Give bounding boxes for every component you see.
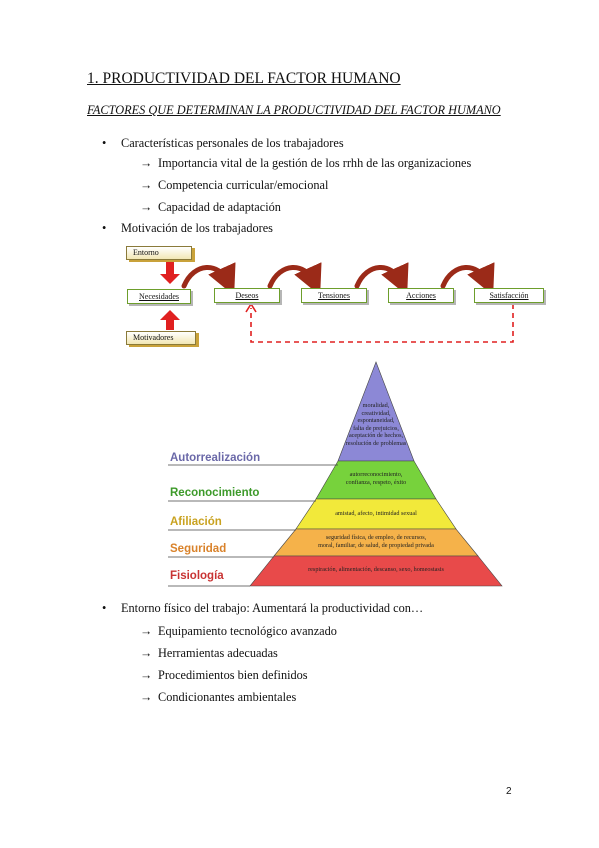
box-necesidades: Necesidades	[127, 289, 191, 304]
tier-text-afiliacion: amistad, afecto, intimidad sexual	[335, 510, 417, 517]
down-arrow-icon	[160, 262, 180, 284]
label-reconocimiento: Reconocimiento	[170, 487, 260, 499]
arrowhead-icon	[245, 302, 257, 313]
box-label: Necesidades	[139, 292, 179, 301]
label-seguridad: Seguridad	[170, 543, 227, 555]
list-item: Capacidad de adaptación	[140, 200, 281, 215]
motivation-diagram: Entorno Necesidades Deseos Tensiones Acc…	[124, 242, 554, 354]
label-autorrealizacion: Autorrealización	[170, 452, 261, 464]
box-acciones: Acciones	[388, 288, 454, 303]
bullet-caracteristicas: Características personales de los trabaj…	[102, 136, 344, 151]
list-item: Competencia curricular/emocional	[140, 178, 328, 193]
box-motivadores: Motivadores	[126, 331, 196, 345]
maslow-pyramid: Autorrealización Reconocimiento Afiliaci…	[146, 360, 516, 592]
page-title: 1. PRODUCTIVIDAD DEL FACTOR HUMANO	[87, 70, 401, 87]
list-item: Procedimientos bien definidos	[140, 668, 308, 683]
list-item: Condicionantes ambientales	[140, 690, 296, 705]
bullet-motivacion: Motivación de los trabajadores	[102, 221, 273, 236]
box-tensiones: Tensiones	[301, 288, 367, 303]
curved-arrow-icon	[181, 262, 495, 296]
box-deseos: Deseos	[214, 288, 280, 303]
box-entorno: Entorno	[126, 246, 192, 260]
pyramid-shape	[168, 361, 503, 587]
box-label: Satisfacción	[489, 291, 529, 300]
list-item: Herramientas adecuadas	[140, 646, 278, 661]
section-subtitle: FACTORES QUE DETERMINAN LA PRODUCTIVIDAD…	[87, 103, 501, 117]
tier-text-seguridad: seguridad física, de empleo, de recursos…	[318, 534, 434, 549]
bullet-entorno-fisico: Entorno físico del trabajo: Aumentará la…	[102, 601, 423, 616]
list-item: Importancia vital de la gestión de los r…	[140, 156, 471, 171]
box-label: Acciones	[406, 291, 436, 300]
label-fisiologia: Fisiología	[170, 570, 224, 582]
list-item: Equipamiento tecnológico avanzado	[140, 624, 337, 639]
label-rules	[168, 464, 338, 587]
tier-text-autorrealizacion: moralidad, creatividad, espontaneidad, f…	[345, 402, 407, 447]
box-label: Deseos	[235, 291, 259, 300]
feedback-line	[250, 304, 514, 343]
box-label: Tensiones	[318, 291, 350, 300]
tier-text-reconocimiento: autorreconocimiento, confianza, respeto,…	[345, 471, 407, 486]
tier-text-fisiologia: respiración, alimentación, descanso, sex…	[308, 566, 444, 573]
label-afiliacion: Afiliación	[170, 516, 222, 528]
tier-fisiologia	[249, 555, 503, 587]
motivation-arrows	[160, 262, 514, 343]
up-arrow-icon	[160, 310, 180, 330]
page-number: 2	[506, 786, 512, 797]
box-satisfaccion: Satisfacción	[474, 288, 544, 303]
